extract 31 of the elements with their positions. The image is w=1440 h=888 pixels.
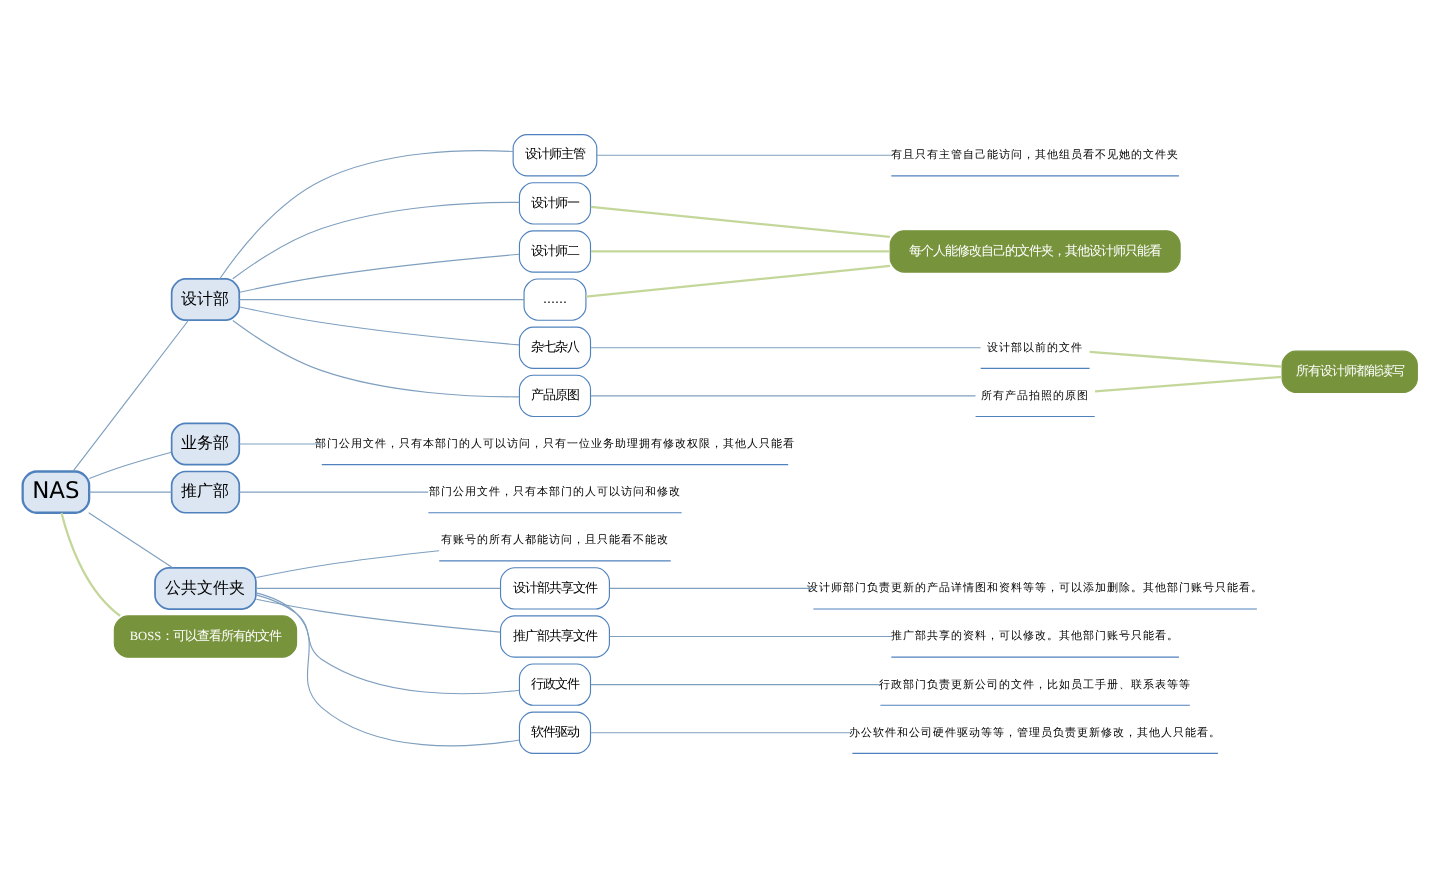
connector [239,253,520,293]
connector [590,732,853,734]
connector [585,264,891,298]
connector [219,150,514,280]
connector [590,250,890,253]
connector [239,306,520,346]
connector [608,635,892,638]
connector [1089,350,1282,368]
connector [596,154,892,156]
connector [72,319,190,472]
connector [60,512,121,617]
connector [88,512,173,569]
connector [590,684,881,686]
connector [255,594,520,695]
connector [232,201,520,280]
connector [608,587,814,589]
connector [238,443,323,445]
connector [1094,375,1283,393]
connector [232,319,520,398]
connector [590,347,982,349]
node-box: NAS [21,470,91,514]
connector [255,598,501,633]
connector [238,299,525,301]
connector [255,550,440,579]
connector [590,395,977,397]
connector [590,205,890,239]
connector [88,491,173,493]
connector [255,587,501,589]
connector [255,592,520,747]
connector [88,451,173,480]
connector [238,491,429,493]
